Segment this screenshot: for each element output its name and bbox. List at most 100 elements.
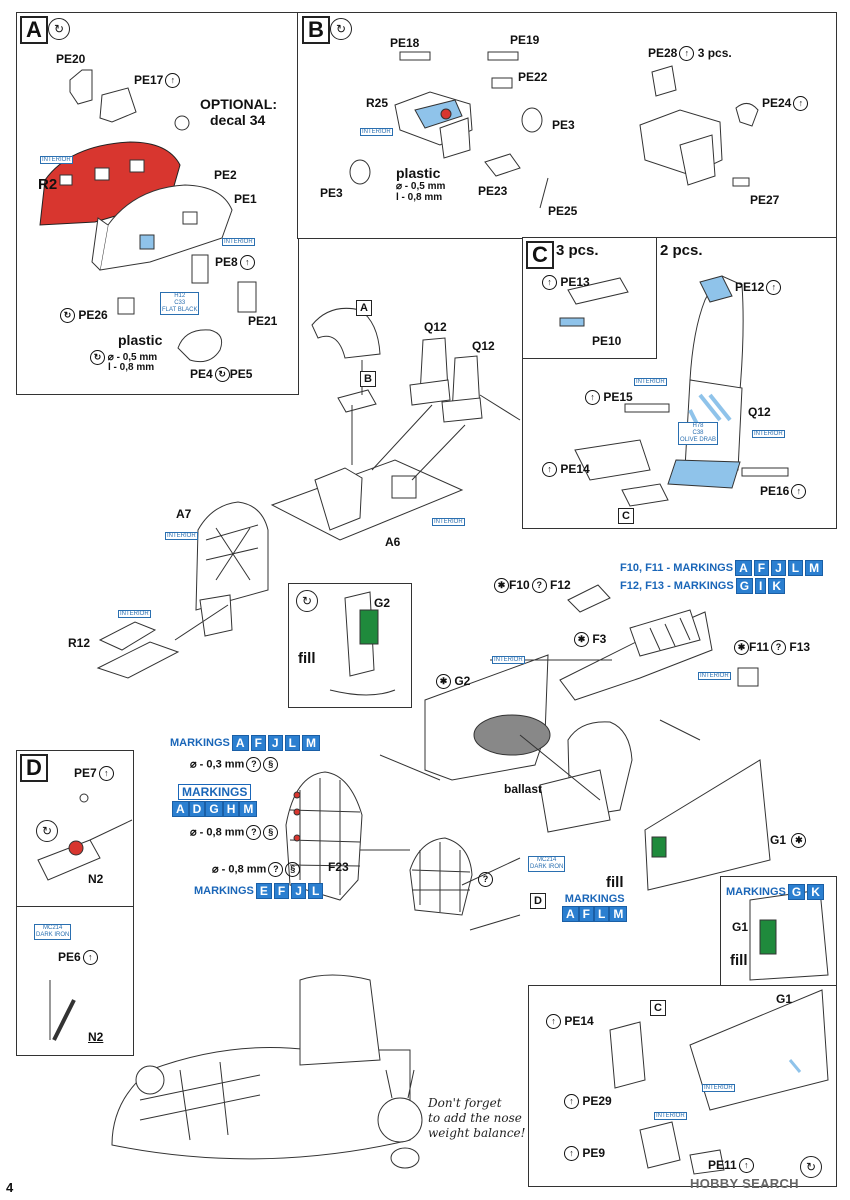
- paint-code: MC214: [537, 857, 557, 863]
- subassembly-c-ref: C: [650, 1000, 666, 1016]
- note-line-3: weight balance!: [428, 1126, 526, 1140]
- label-pe1: PE1: [234, 192, 257, 206]
- label-pe14-text: PE14: [560, 462, 590, 476]
- label-pe6: PE6↑: [58, 950, 98, 966]
- label-pe4-pe5: PE4↻PE5: [190, 367, 252, 383]
- fill-label: fill: [730, 952, 748, 969]
- optional-label: OPTIONAL:: [200, 96, 277, 112]
- label-pe23: PE23: [478, 184, 508, 198]
- ref-c-text: C: [654, 1001, 662, 1014]
- question-icon: ?: [531, 578, 547, 594]
- paint-desc: DARK IRON: [36, 932, 70, 938]
- drill-08mm-lower: ⌀ - 0,8 mm?§: [212, 862, 301, 877]
- subassembly-a-ref: A: [356, 300, 372, 316]
- marking-m: M: [301, 735, 320, 751]
- paint-code: H78: [692, 423, 704, 429]
- drill-length: l - 0,8 mm: [396, 192, 443, 203]
- label-pe17-text: PE17: [134, 73, 164, 87]
- paint-desc: OLIVE DRAB: [680, 437, 717, 443]
- marking-j: J: [771, 560, 786, 576]
- marking-j: J: [267, 735, 283, 751]
- marking-a: A: [735, 560, 752, 576]
- label-r25: R25: [366, 96, 389, 110]
- label-f12-text: F12: [550, 578, 571, 592]
- label-pe14-text: PE14: [564, 1014, 594, 1028]
- question-icon: ?: [246, 825, 262, 840]
- ref-b-text: B: [364, 372, 372, 385]
- bracket-pe20: [69, 69, 93, 105]
- label-pe2: PE2: [214, 168, 237, 182]
- ref-c-text: C: [622, 509, 630, 522]
- subassembly-c-ref: C: [618, 508, 634, 524]
- marking-f: F: [250, 735, 266, 751]
- label-f3-text: F3: [592, 632, 607, 646]
- question-marker: ?: [476, 872, 493, 888]
- marking-a: A: [562, 906, 579, 922]
- drill-diameter: ↻ ⌀ - 0,5 mm: [88, 350, 157, 365]
- label-pe13-text: PE13: [560, 275, 590, 289]
- marking-m: M: [805, 560, 824, 576]
- label-pe27: PE27: [750, 193, 780, 207]
- label-q12-right: Q12: [472, 339, 495, 353]
- label-g1: G1 ✱: [770, 833, 807, 849]
- label-pe13: ↑ PE13: [540, 275, 590, 291]
- fold-icon: ↑: [679, 46, 695, 62]
- section-d-badge: D: [20, 754, 48, 782]
- subassembly-d-ref: D: [530, 893, 546, 909]
- rudder-pedals-r12: [98, 621, 157, 651]
- marking-j: J: [291, 883, 306, 899]
- paint-desc: FLAT BLACK: [162, 307, 198, 313]
- label-pe20: PE20: [56, 52, 86, 66]
- interior-color-tag: INTERIOR: [360, 128, 393, 136]
- label-pe29-text: PE29: [582, 1094, 612, 1108]
- paint-name: C33: [174, 300, 186, 306]
- markings-text: MARKINGS: [726, 886, 786, 898]
- fill-label: fill: [298, 650, 316, 667]
- star-icon: ✱: [734, 640, 749, 656]
- markings-text: MARKINGS: [564, 893, 625, 905]
- marking-g: G: [205, 801, 223, 817]
- label-g2-inset: G2: [374, 596, 391, 610]
- rotate-icon: ↻: [296, 590, 318, 612]
- fuselage-half-g1: [644, 759, 771, 891]
- label-f10-f12: ✱F10? F12: [492, 578, 571, 594]
- marking-k: K: [768, 578, 786, 594]
- markings-line2-text: F12, F13 - MARKINGS: [620, 580, 734, 592]
- markings-text: MARKINGS: [194, 885, 254, 897]
- marking-g: G: [787, 884, 806, 900]
- label-g1-inset: G1: [732, 920, 749, 934]
- interior-color-tag: INTERIOR: [634, 378, 667, 386]
- label-n2-lower: N2: [88, 1030, 104, 1044]
- label-f11-f13: ✱F11? F13: [732, 640, 810, 656]
- flip-icon: ↻: [214, 367, 230, 383]
- label-r2: R2: [38, 176, 58, 193]
- label-pe19: PE19: [510, 33, 540, 47]
- label-pe29: ↑ PE29: [562, 1094, 612, 1110]
- label-pe7-text: PE7: [74, 766, 97, 780]
- drill-1-text: ⌀ - 0,3 mm: [190, 758, 245, 771]
- marking-f: F: [273, 883, 290, 899]
- fold-icon: ↑: [585, 390, 600, 406]
- label-g2-text: G2: [454, 674, 471, 688]
- plastic-label: plastic: [118, 332, 163, 348]
- drill-03mm: ⌀ - 0,3 mm?§: [190, 757, 279, 772]
- label-pe3-left: PE3: [320, 186, 343, 200]
- interior-color-tag: INTERIOR: [698, 672, 731, 680]
- question-icon: ?: [268, 862, 284, 877]
- section-a-letter: A: [26, 17, 42, 42]
- label-q12-seat: Q12: [748, 405, 771, 419]
- marking-f: F: [753, 560, 770, 576]
- label-a6: A6: [385, 535, 401, 549]
- star-icon: ✱: [574, 632, 589, 648]
- marking-m: M: [239, 801, 258, 817]
- marking-i: I: [755, 578, 767, 594]
- fold-icon: ↑: [98, 766, 114, 782]
- label-pe17: PE17↑: [134, 73, 181, 89]
- label-f10-text: F10: [509, 578, 530, 592]
- interior-color-tag: INTERIOR: [702, 1084, 735, 1092]
- part-pe8: [191, 254, 209, 284]
